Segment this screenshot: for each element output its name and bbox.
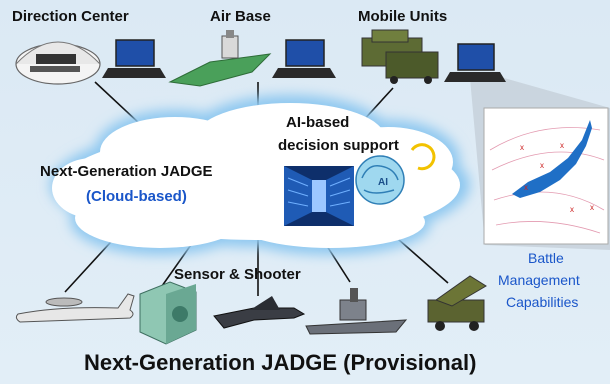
- missile-launcher-icon: [427, 275, 487, 331]
- ai-label-line1: AI-based: [286, 114, 350, 131]
- laptop-icon: [444, 43, 506, 82]
- laptop-icon: [102, 39, 166, 78]
- svg-text:x: x: [540, 161, 544, 170]
- radar-sensor-icon: [139, 281, 197, 345]
- server-room-icon: [284, 166, 354, 226]
- truck-icon: [361, 29, 439, 84]
- aircraft-carrier-icon: [168, 30, 272, 87]
- svg-text:x: x: [590, 203, 594, 212]
- svg-text:AI: AI: [378, 177, 388, 188]
- ai-brain-icon: AI: [355, 143, 436, 205]
- svg-text:x: x: [570, 205, 574, 214]
- footer-title: Next-Generation JADGE (Provisional): [84, 350, 477, 375]
- air-base-label: Air Base: [210, 8, 271, 25]
- sensor-shooter-label: Sensor & Shooter: [174, 266, 301, 283]
- fighter-jet-icon: [213, 296, 306, 329]
- svg-text:x: x: [560, 141, 564, 150]
- battle-label-line2: Management: [498, 272, 580, 288]
- svg-text:x: x: [520, 143, 524, 152]
- mobile-units-label: Mobile Units: [358, 8, 448, 25]
- japan-map-icon: x x x x x x: [483, 107, 609, 245]
- direction-center-label: Direction Center: [12, 8, 129, 25]
- building-icon: [15, 41, 101, 85]
- svg-text:x: x: [524, 183, 528, 192]
- cloud-subtitle: (Cloud-based): [86, 188, 187, 205]
- destroyer-ship-icon: [305, 288, 408, 335]
- ai-label-line2: decision support: [278, 137, 399, 154]
- awacs-plane-icon: [15, 293, 135, 323]
- laptop-icon: [272, 39, 336, 78]
- battle-label-line1: Battle: [528, 250, 564, 266]
- cloud-title: Next-Generation JADGE: [40, 163, 213, 180]
- battle-label-line3: Capabilities: [506, 294, 579, 310]
